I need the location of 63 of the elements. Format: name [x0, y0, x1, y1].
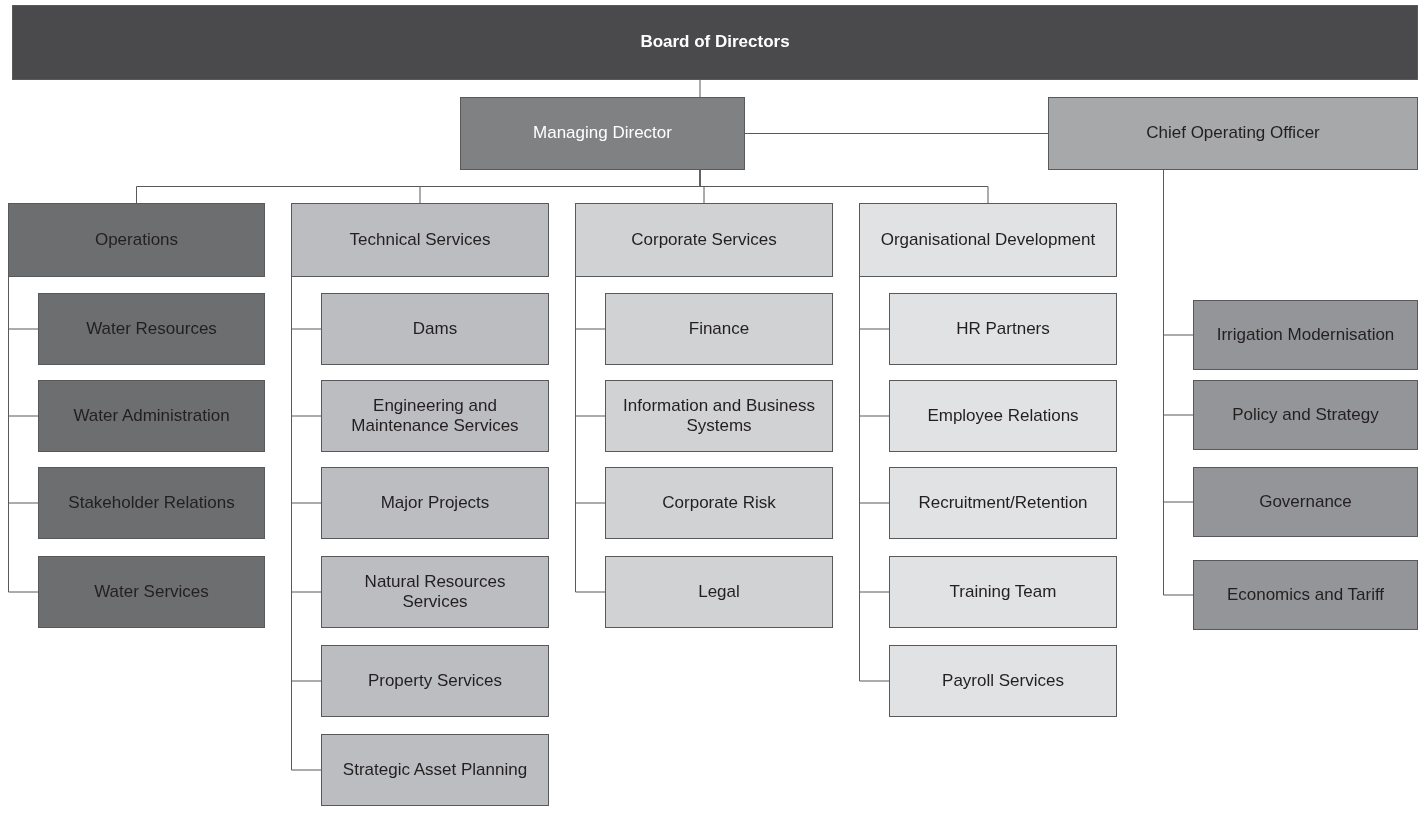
org-unit-box: [321, 467, 549, 539]
unit-name: Information and Business Systems: [622, 395, 816, 437]
connector-line: [744, 133, 1049, 134]
unit-name: Stakeholder Relations: [68, 492, 235, 514]
unit-name: Water Administration: [73, 405, 230, 427]
org-unit-box: [1048, 97, 1418, 170]
org-unit-box: [575, 203, 833, 277]
unit-name: Major Projects: [380, 492, 490, 514]
unit-name: Managing Director: [533, 123, 672, 144]
unit-name: Dams: [412, 318, 458, 340]
unit-name: Strategic Asset Planning: [342, 759, 528, 781]
connector-line: [699, 169, 989, 204]
org-unit-box: [291, 203, 549, 277]
org-unit-box: [321, 556, 549, 628]
unit-name: Recruitment/Retention: [918, 492, 1088, 514]
org-unit-box: [38, 293, 265, 365]
org-unit-box: [8, 203, 265, 277]
unit-name: Board of Directors: [640, 32, 790, 53]
connector-line: [699, 79, 701, 98]
org-unit-box: [1193, 467, 1418, 537]
org-unit-box: [12, 5, 1418, 80]
org-unit-box: [321, 380, 549, 452]
org-unit-box: [321, 645, 549, 717]
unit-name: Payroll Services: [942, 670, 1064, 692]
unit-name: Economics and Tariff: [1226, 584, 1385, 606]
org-unit-box: [321, 293, 549, 365]
org-unit-box: [38, 467, 265, 539]
org-unit-box: [889, 645, 1117, 717]
org-unit-box: [605, 293, 833, 365]
unit-name: Legal: [698, 581, 740, 603]
unit-name: Chief Operating Officer: [1146, 123, 1320, 144]
unit-name: HR Partners: [956, 318, 1050, 340]
org-unit-box: [859, 203, 1117, 277]
unit-name: Natural Resources Services: [363, 571, 507, 613]
org-unit-box: [38, 556, 265, 628]
org-unit-box: [889, 293, 1117, 365]
org-unit-box: [605, 556, 833, 628]
org-unit-box: [889, 556, 1117, 628]
org-unit-box: [38, 380, 265, 452]
unit-name: Corporate Services: [631, 229, 777, 251]
unit-name: Organisational Development: [880, 229, 1096, 251]
org-unit-box: [605, 380, 833, 452]
unit-name: Engineering and Maintenance Services: [350, 395, 520, 437]
unit-name: Property Services: [367, 670, 503, 692]
unit-name: Technical Services: [349, 229, 491, 251]
unit-name: Governance: [1259, 491, 1352, 513]
unit-name: Policy and Strategy: [1232, 404, 1379, 426]
org-unit-box: [460, 97, 745, 170]
unit-name: Irrigation Modernisation: [1216, 324, 1395, 346]
unit-name: Water Resources: [86, 318, 217, 340]
unit-name: Employee Relations: [927, 405, 1079, 427]
org-unit-box: [321, 734, 549, 806]
unit-name: Operations: [94, 229, 179, 251]
unit-name: Corporate Risk: [662, 492, 776, 514]
org-unit-box: [889, 467, 1117, 539]
org-unit-box: [1193, 380, 1418, 450]
org-unit-box: [1193, 300, 1418, 370]
unit-name: Water Services: [94, 581, 209, 603]
unit-name: Finance: [688, 318, 750, 340]
org-unit-box: [1193, 560, 1418, 630]
unit-name: Training Team: [949, 581, 1057, 603]
org-unit-box: [889, 380, 1117, 452]
org-unit-box: [605, 467, 833, 539]
